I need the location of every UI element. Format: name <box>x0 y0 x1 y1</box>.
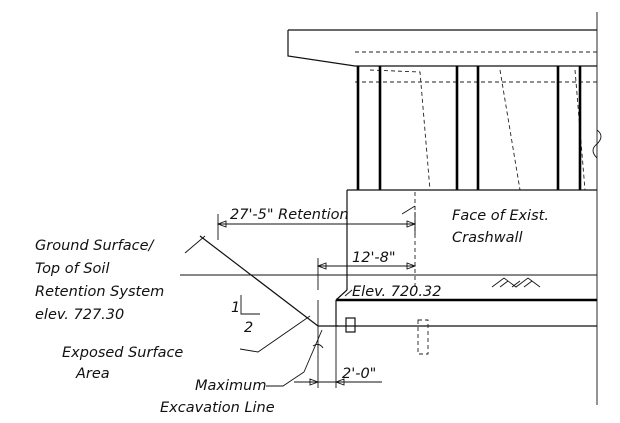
elev-leader <box>344 289 353 297</box>
ground-label-line1: Ground Surface/ <box>35 238 156 254</box>
slope-squiggle <box>312 343 324 349</box>
dim-12-8 <box>316 258 417 290</box>
slope-ratio-symbol <box>240 295 260 315</box>
excavation-slope <box>199 235 338 327</box>
dim-2-0 <box>294 300 382 388</box>
face-label-line2: Crashwall <box>452 230 523 246</box>
footing-outline <box>335 300 597 327</box>
face-label-line1: Face of Exist. <box>452 208 549 224</box>
soil-hatch <box>491 277 541 288</box>
dim-27-5 <box>216 212 417 240</box>
column-hidden-taper-2 <box>499 69 521 191</box>
max-excavation-pointer <box>303 329 323 373</box>
max-excavation-leader <box>266 371 305 387</box>
crashwall <box>346 189 597 290</box>
slope-ratio-one: 1 <box>231 300 240 316</box>
footing-chamfer <box>335 289 348 301</box>
ground-leader <box>184 235 206 254</box>
face-leader <box>401 205 416 215</box>
column-hidden-taper-3 <box>574 69 586 191</box>
ground-label-line4: elev. 727.30 <box>35 307 124 323</box>
max-label-line2: Excavation Line <box>160 400 275 416</box>
max-label-line1: Maximum <box>195 378 266 394</box>
pier-cap <box>287 29 597 67</box>
dim-2-0-label: 2'-0" <box>342 366 376 382</box>
exposed-label-line2: Area <box>75 366 110 382</box>
ground-label-line3: Retention System <box>35 284 164 300</box>
break-symbol <box>592 129 602 159</box>
exposed-leader <box>239 315 311 353</box>
ground-label-line2: Top of Soil <box>35 261 109 277</box>
exposed-label-line1: Exposed Surface <box>62 345 183 361</box>
column-hidden-taper <box>369 69 431 191</box>
slope-ratio-two: 2 <box>244 320 253 336</box>
retention-dim-label: 27'-5" Retention <box>230 207 349 223</box>
hidden-pile <box>417 319 429 355</box>
pile-stub <box>345 317 356 333</box>
pier-columns <box>356 66 582 190</box>
elev-720-label: Elev. 720.32 <box>352 284 441 300</box>
dim-12-8-label: 12'-8" <box>352 250 396 266</box>
